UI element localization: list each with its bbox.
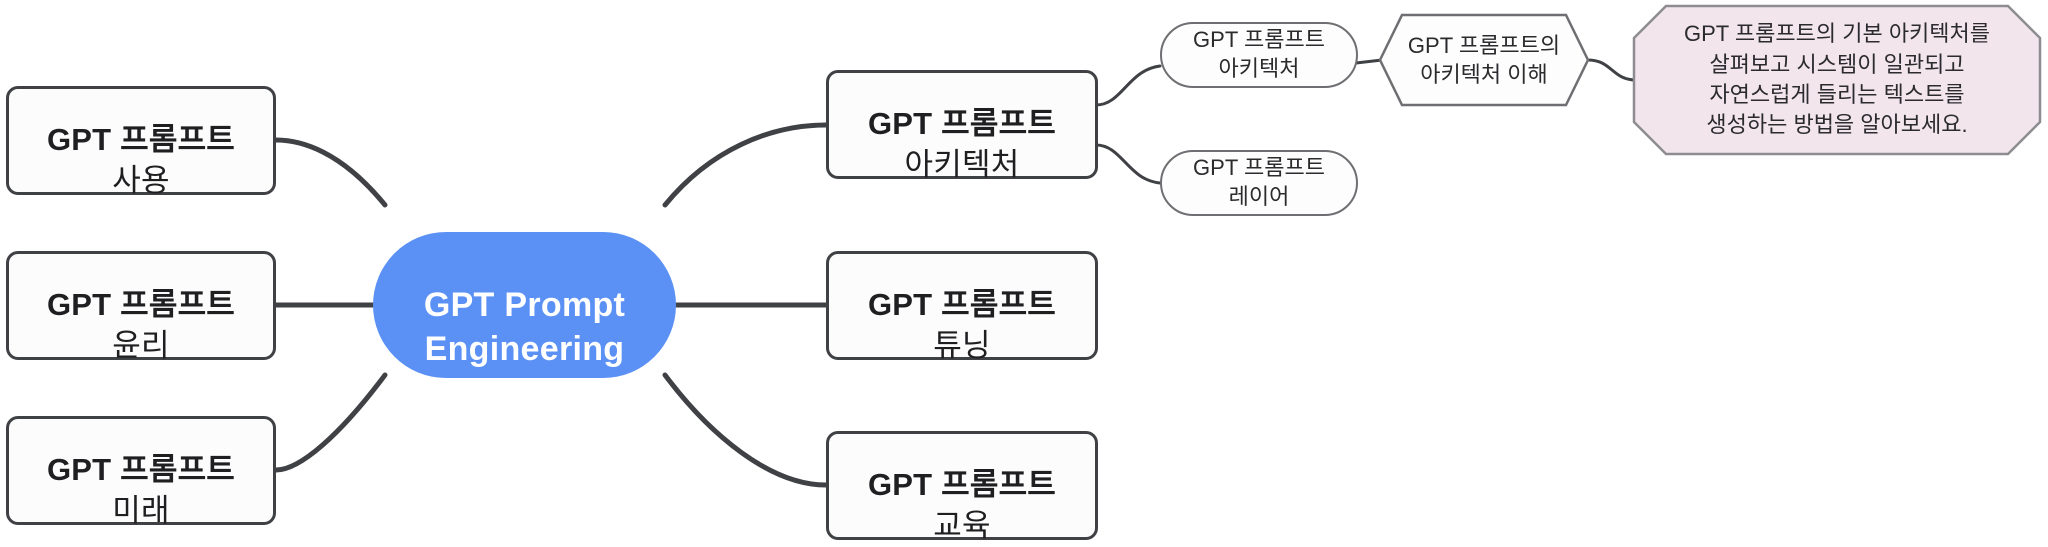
- node-arch-sub[interactable]: GPT 프롬프트 아키텍처: [1160, 22, 1358, 88]
- octagon-shape: [1632, 4, 2042, 156]
- node-layer-sub[interactable]: GPT 프롬프트 레이어: [1160, 150, 1358, 216]
- edge-central-future: [273, 372, 388, 473]
- edge-central-use: [273, 137, 388, 208]
- node-arch-understanding[interactable]: GPT 프롬프트의 아키텍처 이해: [1378, 13, 1590, 107]
- node-arch-note[interactable]: GPT 프롬프트의 기본 아키텍처를 살펴보고 시스템이 일관되고 자연스럽게 …: [1632, 4, 2042, 156]
- hexagon-shape: [1378, 13, 1590, 107]
- node-layer-sub-label: GPT 프롬프트 레이어: [1193, 155, 1325, 209]
- edge-architecture-layersub: [1094, 143, 1162, 185]
- edge-architecture-archsub: [1094, 64, 1162, 107]
- edge-central-education: [662, 372, 829, 488]
- edge-central-architecture: [662, 122, 829, 208]
- edge-hexagon-note: [1586, 58, 1638, 82]
- node-arch-sub-label: GPT 프롬프트 아키텍처: [1193, 27, 1325, 81]
- node-arch-understanding-label: GPT 프롬프트의 아키텍처 이해: [1407, 32, 1561, 87]
- node-arch-note-label: GPT 프롬프트의 기본 아키텍처를 살펴보고 시스템이 일관되고 자연스럽게 …: [1683, 21, 1991, 138]
